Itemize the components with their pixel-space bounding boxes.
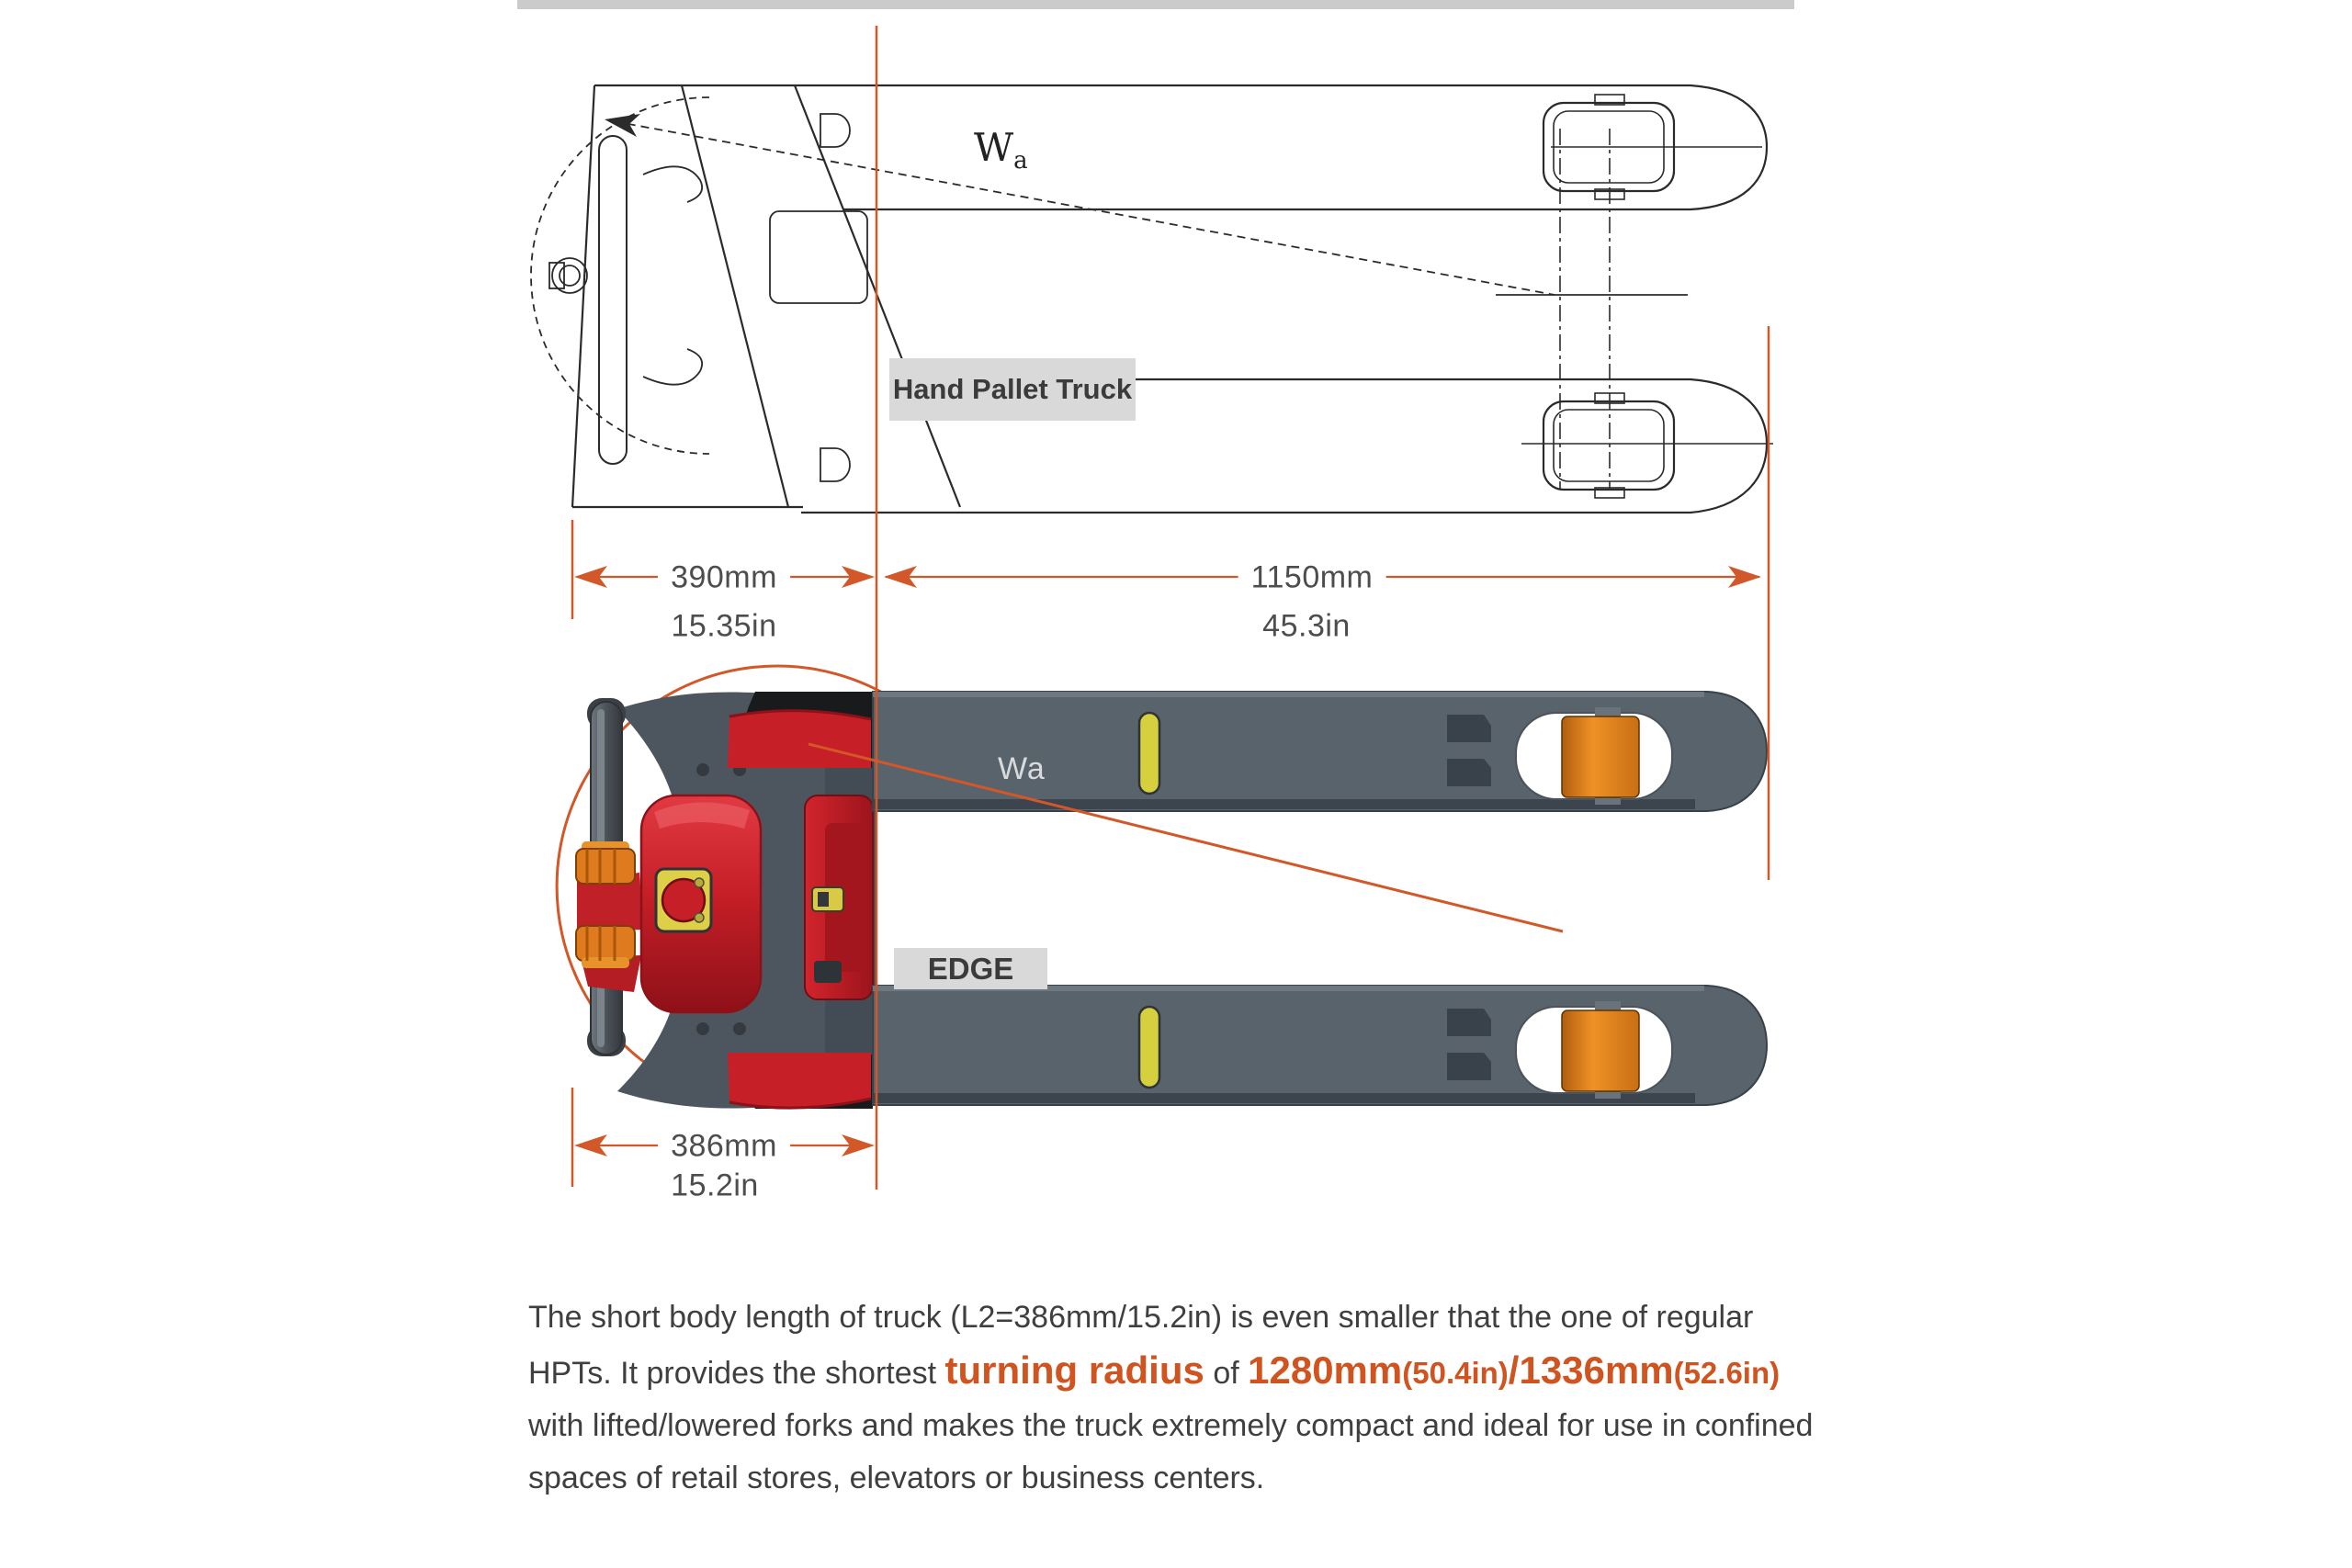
hpt-hub-bracket xyxy=(548,262,565,289)
dimension-386-in: 15.2in xyxy=(671,1168,759,1203)
edge-lower-roller xyxy=(1561,1010,1640,1092)
hpt-left-edge xyxy=(571,85,596,508)
description-part3: with lifted/lowered forks and makes the … xyxy=(528,1408,1814,1495)
top-crop-strip xyxy=(517,0,1794,9)
edge-upper-clip-1 xyxy=(1447,715,1491,742)
edge-panel-socket xyxy=(814,961,842,983)
dimension-386-mm: 386mm xyxy=(658,1128,790,1165)
dimension-390-in: 15.35in xyxy=(671,608,777,644)
edge-red-body-highlight xyxy=(654,802,750,829)
edge-lower-clip-1 xyxy=(1447,1009,1491,1036)
hpt-hook-upper xyxy=(642,165,704,203)
edge-label: EDGE xyxy=(894,948,1047,989)
edge-plate-screw-2 xyxy=(694,912,705,923)
hpt-wa-arrowhead xyxy=(605,114,640,137)
hpt-hub-outer xyxy=(551,257,588,294)
hpt-swing-arc xyxy=(530,96,710,455)
edge-lower-fork xyxy=(872,985,1769,1106)
description-paragraph: The short body length of truck (L2=386mm… xyxy=(528,1292,1824,1505)
dimension-386 xyxy=(571,1088,875,1187)
edge-clamp-orange-upper xyxy=(575,841,636,885)
edge-upper-roller xyxy=(1561,716,1640,798)
hpt-hook-lower xyxy=(642,348,704,386)
edge-truck-render xyxy=(575,691,1769,1110)
hpt-wa-line xyxy=(613,120,1555,296)
wa-label-drawing-sub: a xyxy=(1013,147,1028,175)
description-radius2-in: (52.6in) xyxy=(1673,1356,1781,1390)
hpt-cutout-lower xyxy=(820,447,851,482)
edge-red-button xyxy=(661,877,707,923)
edge-red-wedge-mid xyxy=(577,873,643,931)
hpt-pump-body xyxy=(769,210,868,304)
description-radius1: 1280mm xyxy=(1248,1348,1403,1392)
edge-bottom-bumper-red xyxy=(728,1053,871,1109)
hand-pallet-truck-drawing xyxy=(530,84,1773,514)
edge-lower-fork-slot xyxy=(1137,1005,1161,1089)
hpt-upper-wheel xyxy=(1542,94,1762,200)
description-turning-radius: turning radius xyxy=(944,1348,1204,1392)
dimension-1150-in: 45.3in xyxy=(1262,608,1351,644)
edge-upper-fork-slot xyxy=(1137,711,1161,795)
description-part2: of xyxy=(1204,1356,1249,1391)
edge-upper-fork xyxy=(872,691,1769,812)
wa-label-edge: Wa xyxy=(998,751,1046,786)
hpt-plate-left-edge xyxy=(680,85,790,508)
hpt-hub-inner xyxy=(559,265,581,287)
hpt-cutout-upper xyxy=(820,113,851,148)
dimension-390-mm: 390mm xyxy=(658,559,790,596)
hand-pallet-truck-label: Hand Pallet Truck xyxy=(889,358,1136,421)
hpt-upper-fork xyxy=(843,84,1769,211)
wa-label-drawing: Wa xyxy=(974,125,1028,175)
edge-top-bumper-red xyxy=(728,710,871,768)
description-part1: The short body length of truck (L2=386mm… xyxy=(528,1300,1754,1391)
dimension-1150-mm: 1150mm xyxy=(1238,559,1386,596)
edge-clamp-orange-lower xyxy=(575,925,636,968)
turning-radius-diagonal xyxy=(808,742,1564,933)
edge-plate-screw-1 xyxy=(694,877,705,888)
hpt-handle-bar xyxy=(598,135,628,465)
description-radius2: /1336mm xyxy=(1508,1348,1674,1392)
edge-lower-clip-2 xyxy=(1447,1053,1491,1080)
hpt-lower-wheel xyxy=(1521,392,1773,499)
description-radius1-in: (50.4in) xyxy=(1402,1356,1509,1390)
edge-upper-clip-2 xyxy=(1447,759,1491,786)
